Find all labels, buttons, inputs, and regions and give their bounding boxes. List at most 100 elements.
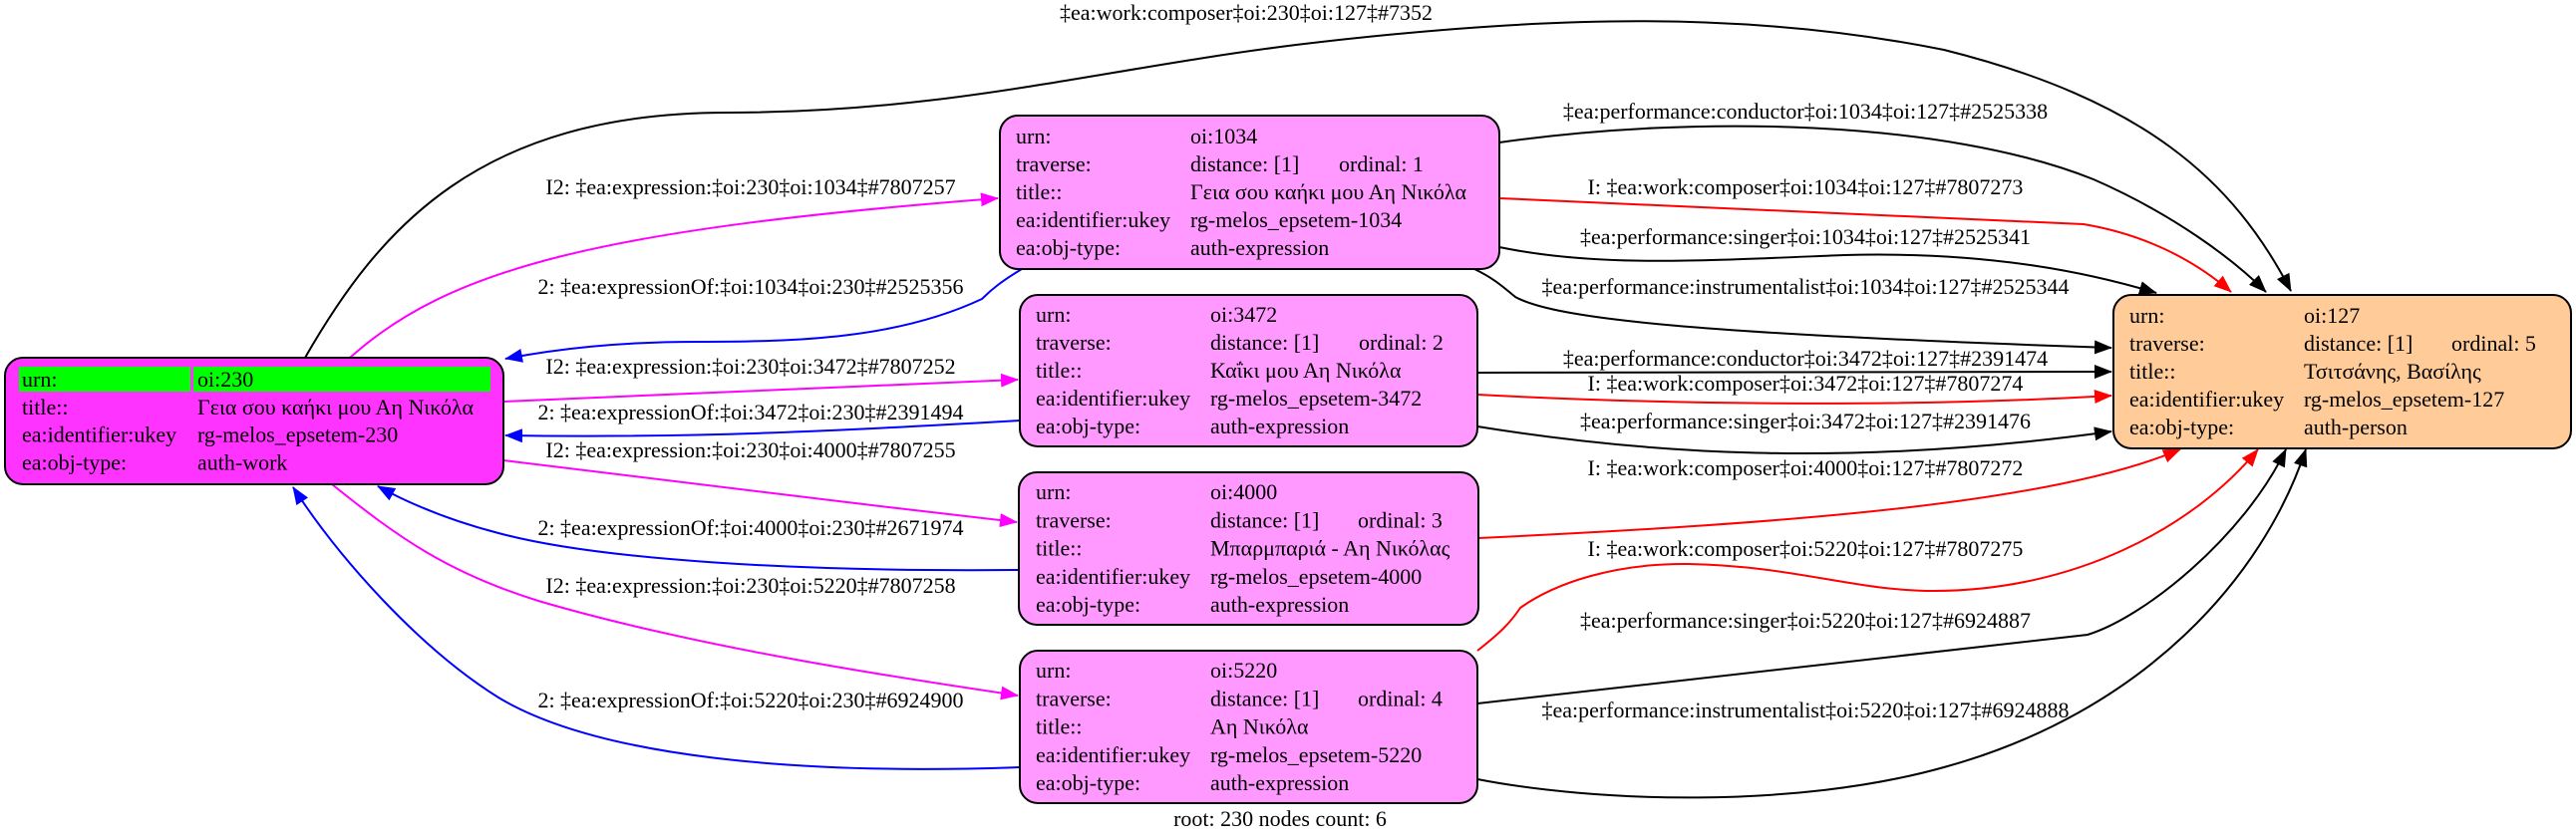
node-field-value: Αη Νικόλα [1210,714,1309,739]
node-field-value: oi:3472 [1210,302,1277,327]
edge-singer-3472-127[interactable] [1476,425,2112,455]
edge-labels: ‡ea:work:composer‡oi:230‡oi:127‡#7352I2:… [537,0,2069,722]
node-field-label: traverse: [1016,151,1092,176]
node-field-label: ea:obj-type: [1036,770,1140,795]
edge-composer-5220-127[interactable] [1476,448,2259,652]
node-field-value: auth-work [197,449,287,474]
edge-conductor-1034-127[interactable] [1498,125,2267,293]
node-field-ordinal: ordinal: 2 [1359,330,1444,355]
node-field-label: traverse: [1036,330,1112,355]
node-field-label: urn: [22,367,57,392]
node-field-value: rg-melos_epsetem-3472 [1210,386,1422,411]
root-highlight-label [19,367,190,392]
edge-instrumentalist-1034-127[interactable] [1473,268,2112,355]
node-field-label: ea:obj-type: [2129,415,2234,439]
node-field-ordinal: ordinal: 4 [1358,686,1443,710]
edge-expression-230-4000[interactable] [502,459,1018,528]
edge-label-performance: ‡ea:performance:instrumentalist‡oi:1034‡… [1541,274,2069,299]
node-field-label: ea:obj-type: [1016,235,1121,260]
node-box [1019,650,1478,804]
node-field-value: distance: [1] [1210,507,1319,532]
node-field-value: Μπαρμπαριά - Αη Νικόλας [1210,536,1450,561]
node-field-label: urn: [1016,124,1051,148]
node-field-ordinal: ordinal: 5 [2451,331,2536,356]
node-field-label: ea:identifier:ukey [1036,742,1190,767]
node-field-value: auth-expression [1210,414,1349,438]
node-field-label: ea:obj-type: [22,449,127,474]
edge-composer-1034-127[interactable] [1498,197,2232,293]
edge-label-performance: ‡ea:performance:instrumentalist‡oi:5220‡… [1541,698,2069,722]
edge-composer-3472-127[interactable] [1476,390,2112,405]
node-field-value: rg-melos_epsetem-1034 [1190,207,1402,232]
node-field-value: rg-melos_epsetem-4000 [1210,564,1422,589]
edge-label-performance: ‡ea:performance:singer‡oi:3472‡oi:127‡#2… [1580,409,2031,433]
node-field-value: Καΐκι μου Αη Νικόλα [1210,358,1402,383]
node-field-label: title:: [1016,179,1062,204]
node-field-value: distance: [1] [1210,686,1319,710]
node-field-label: ea:identifier:ukey [2129,387,2284,412]
edge-composer-230-127[interactable] [304,20,2292,359]
node-field-value: distance: [1] [2304,331,2413,356]
edge-label-expression-of: 2: ‡ea:expressionOf:‡oi:5220‡oi:230‡#692… [537,688,963,712]
edge-composer-4000-127[interactable] [1477,448,2181,539]
node-field-label: ea:identifier:ukey [1036,386,1190,411]
node-field-label: title:: [1036,714,1082,739]
node-field-label: urn: [1036,479,1071,504]
node-oi-1034[interactable]: urn: oi:1034 traverse: distance: [1] ordinal… [999,115,1500,270]
edge-expressionof-4000-230[interactable] [377,485,1020,572]
node-field-label: ea:obj-type: [1036,414,1140,438]
edge-label-performance: ‡ea:performance:singer‡oi:1034‡oi:127‡#2… [1580,224,2031,249]
node-field-label: title:: [1036,536,1082,561]
node-field-label: traverse: [1036,686,1112,710]
edge-expression-230-3472[interactable] [502,373,1019,403]
edge-label-expression: I2: ‡ea:expression:‡oi:230‡oi:4000‡#7807… [545,437,955,462]
node-field-label: title:: [1036,358,1082,383]
node-field-value: distance: [1] [1190,151,1299,176]
node-field-ordinal: ordinal: 3 [1358,507,1443,532]
edge-label-expression-of: 2: ‡ea:expressionOf:‡oi:1034‡oi:230‡#252… [537,274,963,299]
node-field-value: auth-expression [1210,592,1349,617]
edges [292,20,2308,799]
edge-expression-230-1034[interactable] [349,192,999,359]
node-field-label: title:: [2129,359,2175,384]
edge-singer-5220-127[interactable] [1476,448,2287,704]
edge-label-performance: ‡ea:performance:conductor‡oi:1034‡oi:127… [1563,99,2048,124]
footer-node-count: root: 230 nodes count: 6 [1173,806,1387,831]
node-field-value: distance: [1] [1210,330,1319,355]
edge-label-expression-of: 2: ‡ea:expressionOf:‡oi:3472‡oi:230‡#239… [537,400,963,424]
edge-expression-230-5220[interactable] [331,483,1019,700]
node-field-value: oi:230 [197,367,253,392]
node-field-value: auth-person [2304,415,2408,439]
edge-label-expression: I2: ‡ea:expression:‡oi:230‡oi:1034‡#7807… [545,174,955,199]
node-box [1018,471,1479,626]
edge-label-performance: ‡ea:performance:singer‡oi:5220‡oi:127‡#6… [1580,608,2031,633]
node-field-label: ea:obj-type: [1036,592,1140,617]
edge-conductor-3472-127[interactable] [1476,365,2112,380]
node-box [999,115,1500,270]
edge-singer-1034-127[interactable] [1498,246,2157,295]
edge-label-expression-of: 2: ‡ea:expressionOf:‡oi:4000‡oi:230‡#267… [537,515,963,540]
node-field-value: auth-expression [1210,770,1349,795]
edge-expressionof-1034-230[interactable] [504,268,1023,363]
node-field-value: oi:4000 [1210,479,1277,504]
edge-label-performance: ‡ea:work:composer‡oi:230‡oi:127‡#7352 [1060,0,1433,25]
node-box [1019,294,1478,447]
node-field-value: oi:1034 [1190,124,1257,148]
edge-instrumentalist-5220-127[interactable] [1476,448,2308,799]
node-field-label: ea:identifier:ukey [22,422,176,447]
node-field-value: Γεια σου καήκι μου Αη Νικόλα [1190,179,1467,204]
edge-label-composer: I: ‡ea:work:composer‡oi:4000‡oi:127‡#780… [1588,455,2024,480]
node-field-ordinal: ordinal: 1 [1339,151,1424,176]
node-field-value: rg-melos_epsetem-230 [197,422,398,447]
node-field-value: rg-melos_epsetem-5220 [1210,742,1422,767]
node-field-value: Γεια σου καήκι μου Αη Νικόλα [197,395,475,420]
edge-expressionof-5220-230[interactable] [292,486,1021,770]
edge-expressionof-3472-230[interactable] [504,420,1021,443]
node-field-label: ea:identifier:ukey [1036,564,1190,589]
